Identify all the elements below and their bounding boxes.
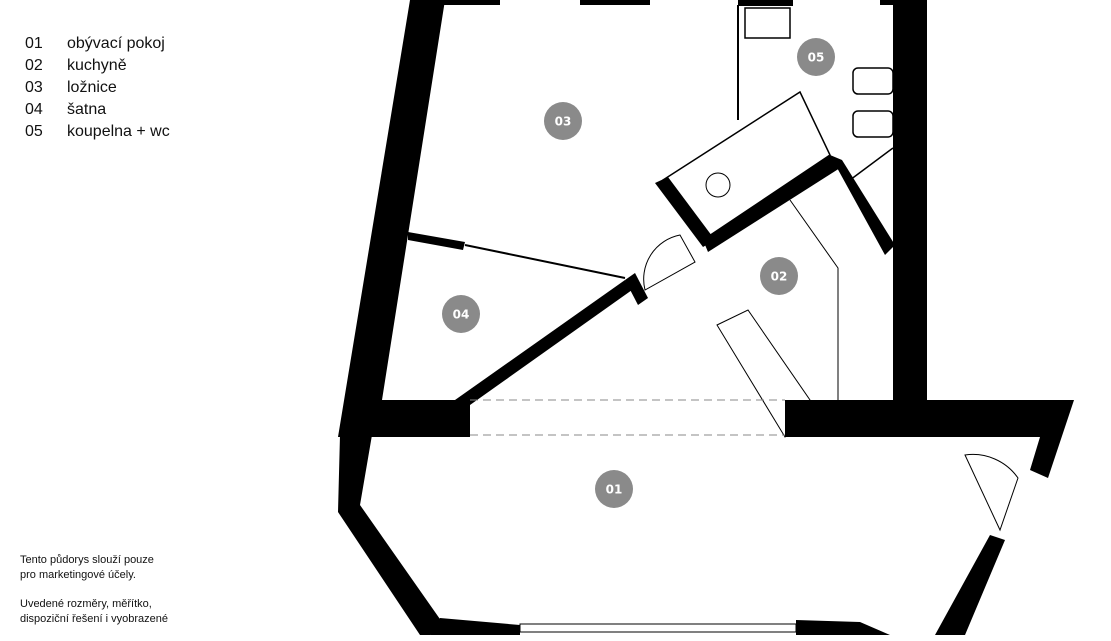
wall-top bbox=[880, 0, 895, 5]
wall-top bbox=[738, 0, 793, 6]
legend-number: 03 bbox=[25, 79, 43, 96]
room-number: 05 bbox=[808, 51, 825, 65]
door-swing[interactable] bbox=[964, 453, 1019, 532]
legend-item: 05 koupelna + wc bbox=[25, 121, 170, 143]
legend-item: 04 šatna bbox=[25, 99, 170, 121]
room-number: 02 bbox=[771, 270, 788, 284]
bidet bbox=[852, 110, 894, 138]
room-marker-04: 04 bbox=[442, 295, 480, 333]
sliding-door bbox=[464, 244, 626, 279]
wall-bath bbox=[703, 155, 840, 252]
wall-bottom bbox=[430, 618, 520, 635]
wall-right-lower bbox=[935, 535, 1005, 635]
legend-number: 04 bbox=[25, 101, 43, 118]
wall-mid-right bbox=[785, 400, 1074, 478]
fixtures bbox=[464, 5, 1019, 633]
disclaimer-text: dispoziční řešení i vyobrazené bbox=[20, 612, 168, 625]
room-legend: 01 obývací pokoj 02 kuchyně 03 ložnice 04 ša… bbox=[25, 33, 170, 143]
wall-partition bbox=[408, 232, 465, 250]
legend-number: 01 bbox=[25, 35, 43, 52]
legend-number: 02 bbox=[25, 57, 43, 74]
room-number: 03 bbox=[555, 115, 572, 129]
wall-stub bbox=[625, 273, 648, 305]
wall-top bbox=[580, 0, 650, 5]
room-marker-05: 05 bbox=[797, 38, 835, 76]
wall-right-upper bbox=[893, 0, 927, 402]
wall-top bbox=[443, 0, 500, 5]
legend-room: ložnice bbox=[67, 79, 117, 96]
disclaimer: Tento půdorys slouží pouze pro marketingo… bbox=[20, 553, 168, 641]
legend-room: obývací pokoj bbox=[67, 35, 165, 52]
wall-left-upper bbox=[338, 0, 445, 437]
shower-head bbox=[705, 172, 731, 198]
legend-room: koupelna + wc bbox=[67, 123, 170, 140]
wall-bath bbox=[830, 155, 895, 255]
legend-item: 03 ložnice bbox=[25, 77, 170, 99]
wall-diagonal bbox=[455, 280, 632, 405]
walls bbox=[338, 0, 1074, 635]
legend-item: 02 kuchyně bbox=[25, 55, 170, 77]
wall-bottom bbox=[796, 620, 890, 635]
shower bbox=[661, 90, 831, 242]
room-number: 01 bbox=[606, 483, 623, 497]
washbasin bbox=[744, 7, 791, 39]
wall-left-lower bbox=[338, 435, 442, 635]
legend-room: šatna bbox=[67, 101, 107, 118]
window bbox=[519, 623, 797, 633]
wall-mid-left bbox=[340, 400, 470, 437]
legend-number: 05 bbox=[25, 123, 43, 140]
room-marker-01: 01 bbox=[595, 470, 633, 508]
disclaimer-text: pro marketingové účely. bbox=[20, 568, 136, 581]
wall-line bbox=[849, 147, 894, 181]
legend-room: kuchyně bbox=[67, 57, 127, 74]
door-swing[interactable] bbox=[643, 234, 696, 291]
room-markers: 01 02 03 04 05 bbox=[442, 38, 835, 508]
toilet bbox=[852, 67, 894, 95]
room-marker-02: 02 bbox=[760, 257, 798, 295]
kitchen-counter bbox=[789, 199, 839, 400]
room-marker-03: 03 bbox=[544, 102, 582, 140]
room-number: 04 bbox=[453, 308, 470, 322]
legend-item: 01 obývací pokoj bbox=[25, 33, 170, 55]
disclaimer-text: Tento půdorys slouží pouze bbox=[20, 554, 154, 566]
disclaimer-text: Uvedené rozměry, měřítko, bbox=[20, 598, 152, 610]
